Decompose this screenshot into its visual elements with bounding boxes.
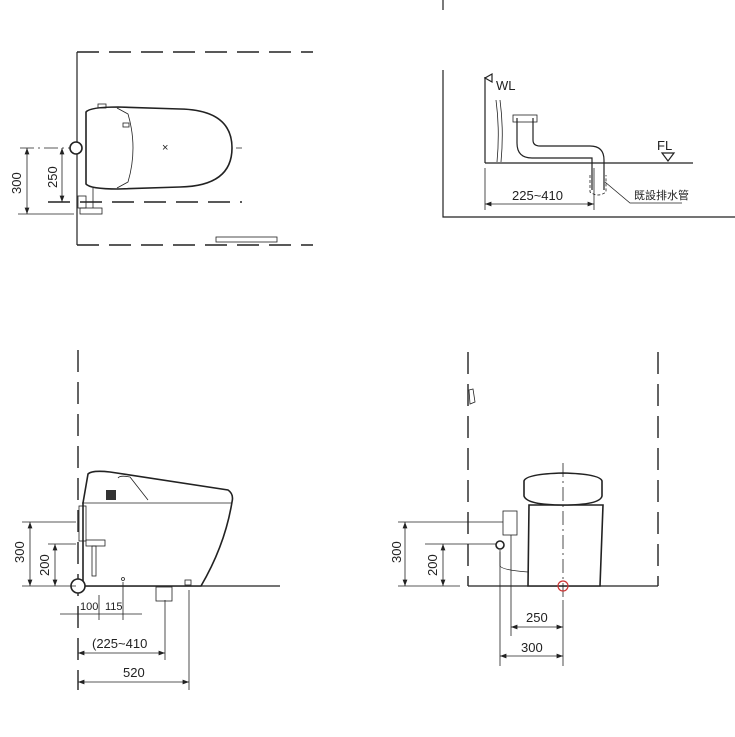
supply-pipe xyxy=(79,207,103,215)
supply-hose xyxy=(91,545,97,577)
floor-label: FL xyxy=(657,138,672,153)
remote-control xyxy=(215,236,278,243)
dim-300-bottom-label: 300 xyxy=(521,640,543,655)
dim-250-label: 250 xyxy=(526,610,548,625)
supply-valve xyxy=(78,505,87,542)
dim-300-label: 300 xyxy=(389,541,404,563)
wall-level-mark xyxy=(483,72,493,84)
vent-grille xyxy=(106,490,116,500)
rear-foot xyxy=(184,579,192,586)
side-view: 300 200 100 115 (225~410 520 xyxy=(12,350,280,690)
dim-100-label: 100 xyxy=(80,601,98,613)
drain-socket xyxy=(155,586,173,602)
supply-hose xyxy=(499,550,529,573)
frame-line xyxy=(442,70,735,218)
leader-line xyxy=(604,181,682,204)
dim-300-label: 300 xyxy=(9,172,24,194)
dim-250-label: 250 xyxy=(45,166,60,188)
dim-520-label: 520 xyxy=(123,665,145,680)
dim-200-label: 200 xyxy=(37,554,52,576)
seat-lid-line xyxy=(116,107,134,189)
front-view: 300 200 250 300 xyxy=(389,352,659,666)
sensor-window xyxy=(122,122,130,128)
drain-circle xyxy=(557,580,569,592)
wall-label: WL xyxy=(496,78,516,93)
dim-300-label: 300 xyxy=(12,541,27,563)
dim-200-label: 200 xyxy=(425,554,440,576)
dim-range-label: (225~410 xyxy=(92,636,147,651)
drain-circle xyxy=(69,141,83,155)
existing-drain-label: 既設排水管 xyxy=(634,188,689,202)
dim-115-label: 115 xyxy=(105,601,123,613)
paper-holder xyxy=(468,388,476,405)
stop-valve xyxy=(495,540,505,550)
center-mark: × xyxy=(162,142,168,154)
piping-view: WL FL 225~410 既設排水管 xyxy=(442,0,735,218)
supply-valve-box xyxy=(502,510,518,536)
toilet-plan-outline xyxy=(85,106,233,190)
plan-view: × 300 250 xyxy=(9,51,313,246)
toilet-front-body xyxy=(527,504,604,587)
toilet-side-outline xyxy=(82,470,234,587)
lid-line xyxy=(117,475,149,501)
existing-drain xyxy=(589,175,607,196)
pipe-joint xyxy=(512,114,538,123)
wall-section xyxy=(495,99,503,163)
floor-level-mark xyxy=(660,152,676,162)
dim-range-label: 225~410 xyxy=(512,188,563,203)
plan-knob xyxy=(97,103,107,109)
drain-pipe xyxy=(516,118,605,190)
fixing-point xyxy=(121,577,125,581)
